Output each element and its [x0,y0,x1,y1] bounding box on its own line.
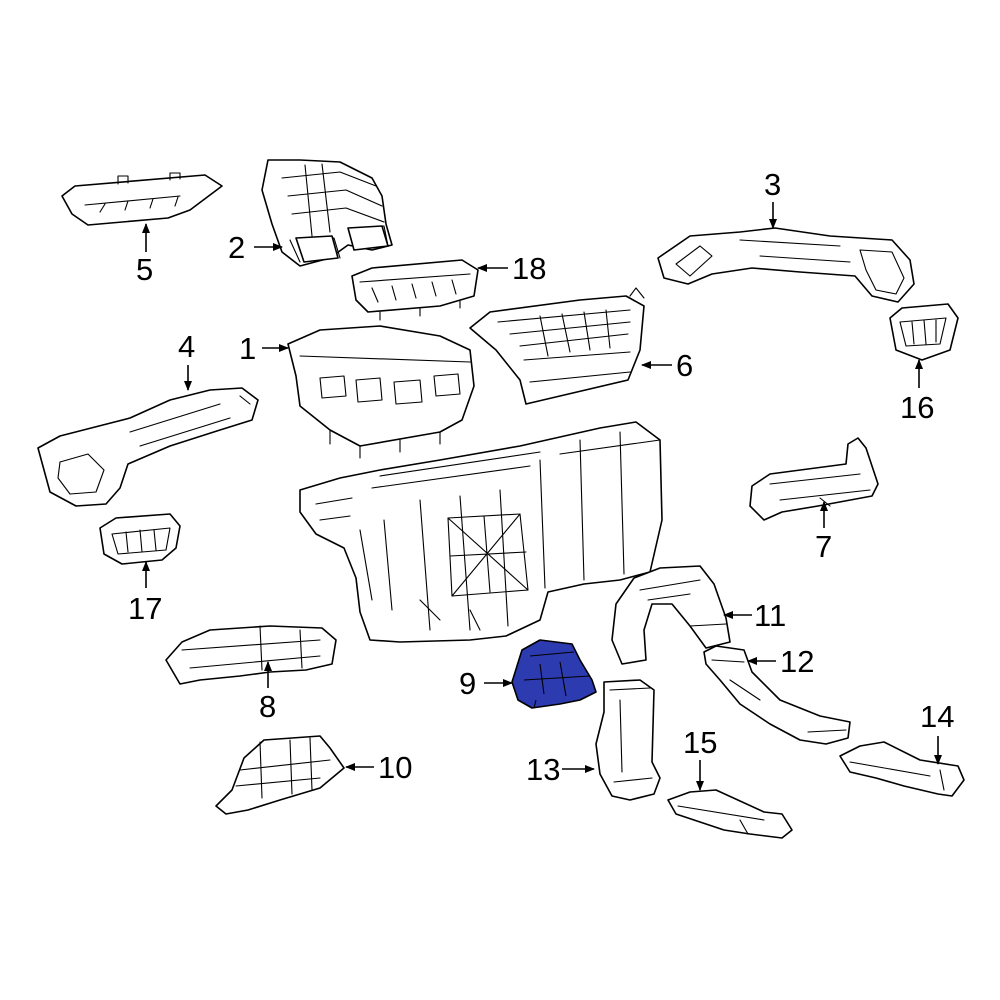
part-11-riser[interactable] [611,565,731,665]
part-2-outlet-duct[interactable] [261,159,393,267]
part-10-bracket[interactable] [215,735,345,815]
callout-2: 2 [228,230,245,265]
part-12-floor-duct[interactable] [703,645,851,745]
part-5-duct[interactable] [61,172,223,226]
callout-5: 5 [136,252,153,287]
callout-12: 12 [780,644,814,679]
part-8-duct[interactable] [165,625,337,685]
callout-17: 17 [128,591,162,626]
callout-14: 14 [920,699,954,734]
callout-9: 9 [459,666,476,701]
callout-7: 7 [815,529,832,564]
callout-15: 15 [683,725,717,760]
part-9-highlighted[interactable] [511,639,597,709]
part-13-duct[interactable] [595,679,661,801]
callout-1: 1 [239,331,256,366]
main-hvac-unit[interactable] [299,421,663,643]
part-4-duct[interactable] [37,387,259,507]
leader-lines [142,202,942,791]
part-16-vent[interactable] [889,303,959,361]
callout-6: 6 [676,348,693,383]
part-6-filter-housing[interactable] [469,287,645,405]
part-17-vent[interactable] [99,513,181,565]
callout-13: 13 [526,752,560,787]
part-3-duct[interactable] [657,227,915,303]
callout-11: 11 [754,598,786,633]
part-1-upper-case[interactable] [287,325,475,459]
part-18-filter-frame[interactable] [351,259,479,321]
part-9-body [511,639,597,709]
part-15-floor-duct[interactable] [667,789,793,839]
part-7-duct[interactable] [749,437,879,521]
callout-10: 10 [378,750,412,785]
part-14-floor-duct[interactable] [839,741,965,797]
callout-3: 3 [764,167,781,202]
callout-18: 18 [512,251,546,286]
callout-4: 4 [178,329,195,364]
callout-16: 16 [900,390,934,425]
callout-8: 8 [259,689,276,724]
callout-labels: 1 2 3 4 5 6 7 8 9 10 11 12 13 14 15 16 1… [128,167,954,787]
